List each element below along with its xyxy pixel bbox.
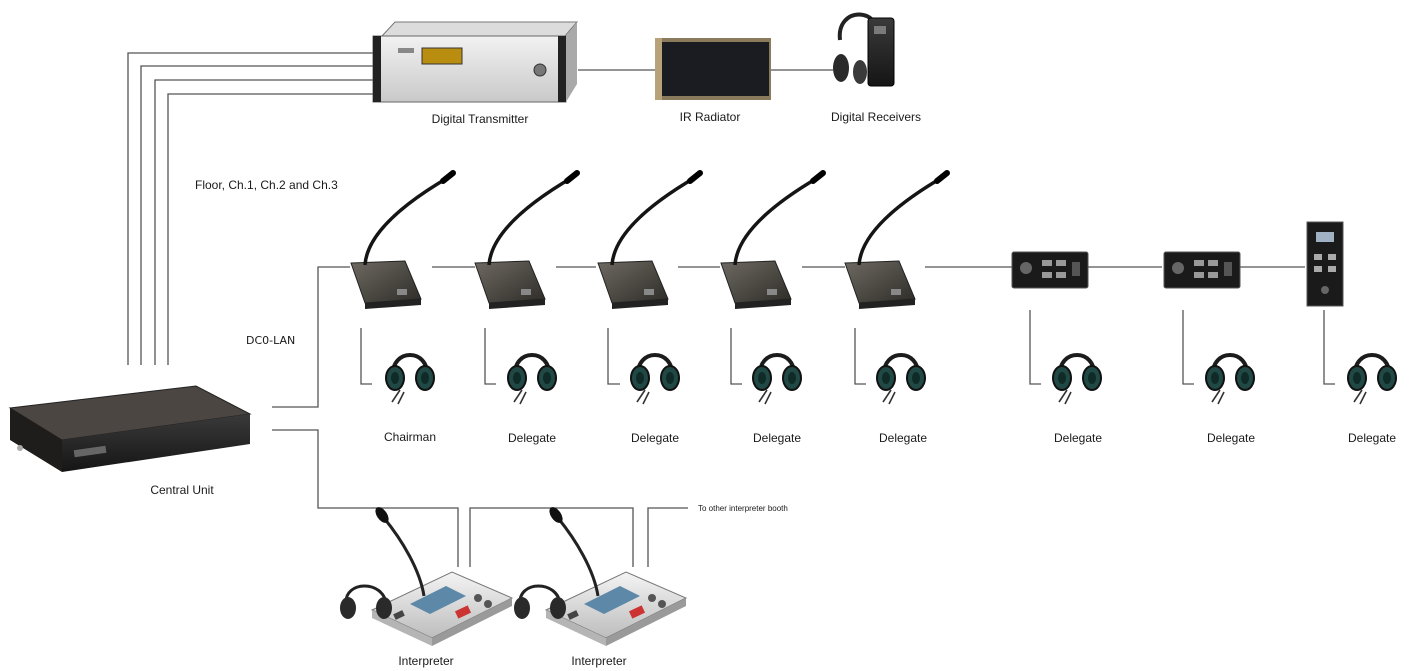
headphones-icon (631, 355, 679, 404)
interpreter-trunk (272, 430, 458, 567)
headphones-icon (1206, 355, 1254, 404)
delegate-unit-3 (721, 173, 823, 309)
delegate-unit-2 (598, 173, 700, 309)
headphones-icon (386, 355, 434, 404)
seat-label-delegate: Delegate (1348, 431, 1396, 445)
chairman-unit (351, 173, 453, 309)
seat-label-delegate: Delegate (753, 431, 801, 445)
interpreter-link-2 (648, 508, 688, 567)
other-booth-label: To other interpreter booth (698, 504, 788, 513)
seat-label-delegate: Delegate (1207, 431, 1255, 445)
interpreter-label: Interpreter (571, 654, 626, 668)
lan-label: DC0-LAN (246, 334, 295, 347)
digital-receivers-label: Digital Receivers (831, 110, 921, 124)
interpreter-desk-1 (340, 505, 512, 646)
flush-unit-2 (1164, 252, 1240, 288)
seat-label-delegate: Delegate (879, 431, 927, 445)
flush-unit-3 (1307, 222, 1343, 306)
channel-cable-ch3 (168, 94, 373, 365)
channel-cable-ch1 (141, 66, 373, 365)
digital-receivers (833, 15, 894, 87)
seat-label-delegate: Delegate (508, 431, 556, 445)
ir-radiator-label: IR Radiator (680, 110, 741, 124)
interpreter-label: Interpreter (398, 654, 453, 668)
central-unit (10, 386, 250, 472)
seat-label-delegate: Delegate (631, 431, 679, 445)
flush-unit-1 (1012, 252, 1088, 288)
seat-label-delegate: Delegate (1054, 431, 1102, 445)
digital-transmitter-label: Digital Transmitter (432, 112, 529, 126)
seat-label-chairman: Chairman (384, 430, 436, 444)
channel-list-label: Floor, Ch.1, Ch.2 and Ch.3 (195, 178, 338, 192)
interpreter-desk-2 (514, 505, 686, 646)
channel-cable-ch2 (155, 80, 373, 365)
digital-transmitter (373, 22, 577, 102)
headphones-icon (877, 355, 925, 404)
ir-radiator (655, 38, 771, 100)
channel-cable-floor (128, 53, 373, 365)
cables (128, 53, 1335, 567)
headphones-icon (508, 355, 556, 404)
headphones-icon (1053, 355, 1101, 404)
delegate-unit-1 (475, 173, 577, 309)
headphones-icon (1348, 355, 1396, 404)
delegate-unit-4 (845, 173, 947, 309)
central-unit-label: Central Unit (150, 483, 213, 497)
headphones-icon (753, 355, 801, 404)
